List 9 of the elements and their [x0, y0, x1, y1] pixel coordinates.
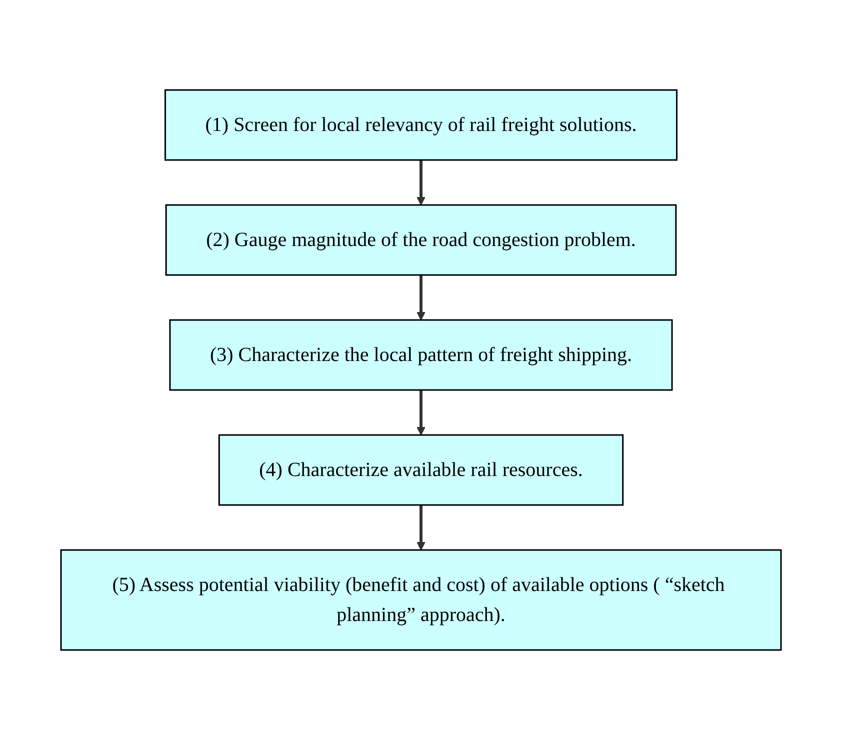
arrow	[416, 505, 426, 550]
node-box: (3) Characterize the local pattern of freight shipping.	[169, 319, 673, 391]
node-box: (2) Gauge magnitude of the road congestion problem.	[165, 204, 677, 276]
arrow	[416, 275, 426, 320]
arrow	[416, 160, 426, 206]
arrow	[416, 390, 426, 436]
node-box: (1) Screen for local relevancy of rail freight solutions.	[164, 89, 678, 161]
node-box: (5) Assess potential viability (benefit and cost) of available options ( “sketch planning” approach).	[60, 549, 782, 651]
node-box: (4) Characterize available rail resources.	[218, 434, 624, 506]
